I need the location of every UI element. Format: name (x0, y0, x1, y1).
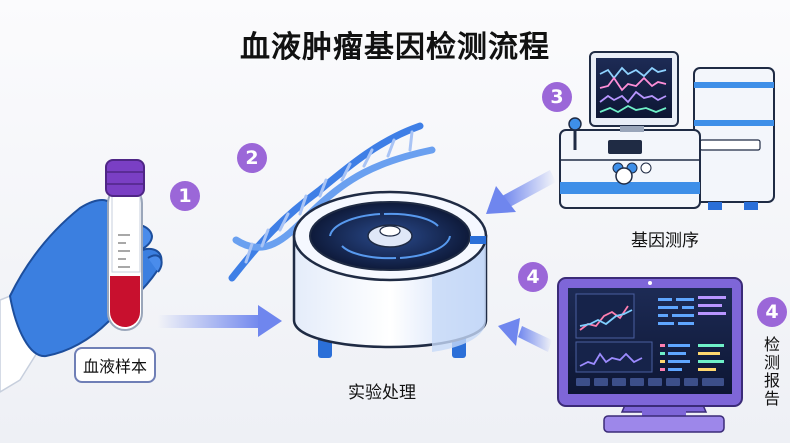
centrifuge-icon (292, 190, 488, 358)
label-gene-sequencing: 基因测序 (631, 231, 699, 251)
step-badge-sequencing: 3 (542, 82, 572, 112)
step-badge-report-side: 4 (757, 297, 787, 327)
arrow-sample-to-processing (158, 305, 282, 337)
label-test-report: 检测报告 (761, 336, 780, 408)
arrow-sequencing-to-processing (486, 170, 556, 214)
label-blood-sample: 血液样本 (74, 347, 157, 383)
step-badge-sample: 1 (170, 181, 200, 211)
report-monitor-icon (557, 277, 743, 433)
label-lab-processing: 实验处理 (348, 383, 416, 403)
diagram-title: 血液肿瘤基因检测流程 (240, 30, 550, 65)
step-badge-report: 4 (518, 262, 548, 292)
arrow-report-to-processing (498, 318, 552, 352)
step-badge-dna: 2 (237, 143, 267, 173)
sequencer-icon (559, 51, 775, 210)
glove-thumb (147, 254, 163, 273)
blood-tube-icon (105, 159, 145, 331)
